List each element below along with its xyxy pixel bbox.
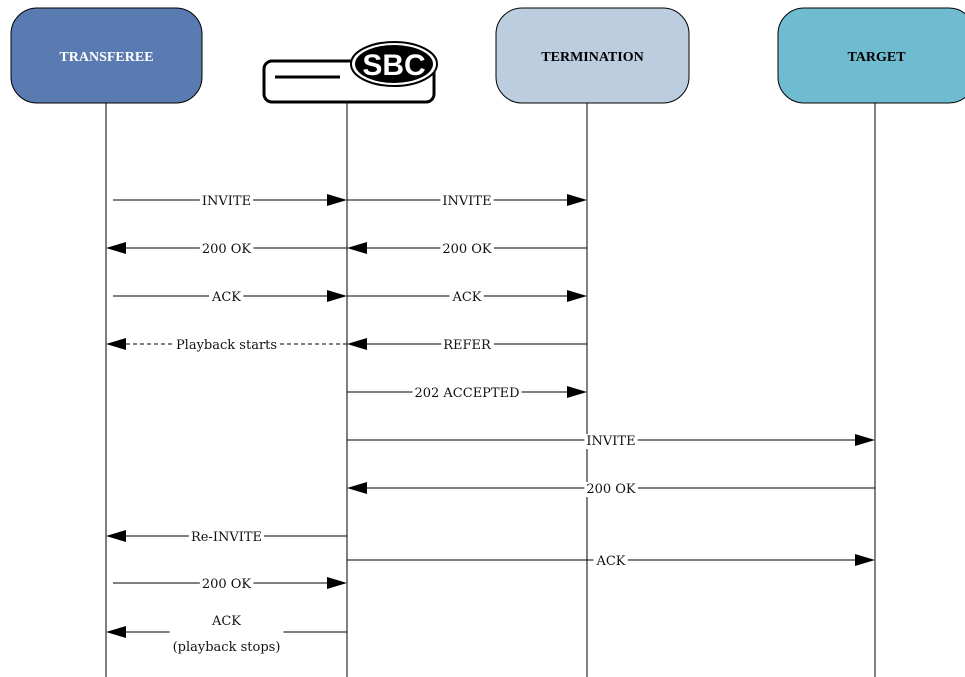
arrowhead xyxy=(327,290,347,302)
label-bg xyxy=(188,530,265,545)
message-arrow: REFER xyxy=(347,338,587,353)
message-label: REFER xyxy=(443,338,492,353)
label-bg xyxy=(440,194,494,209)
message-label: ACK xyxy=(451,290,481,305)
message-label: ACK xyxy=(595,554,625,569)
label-bg xyxy=(199,194,254,209)
arrowhead xyxy=(347,338,367,350)
arrowhead xyxy=(106,338,126,350)
message-label: INVITE xyxy=(586,434,635,449)
message-arrow: 200 OK xyxy=(113,577,347,592)
sbc-logo: SBC xyxy=(262,41,438,104)
message-arrow: ACK xyxy=(347,554,875,569)
message-arrow: ACK(playback stops) xyxy=(106,614,347,655)
arrowhead xyxy=(567,290,587,302)
message-arrow: Re-INVITE xyxy=(106,530,347,545)
message-arrow: Playback starts xyxy=(106,338,347,353)
message-arrow: 200 OK xyxy=(347,482,875,497)
arrowhead xyxy=(327,194,347,206)
message-label: 200 OK xyxy=(202,577,252,592)
label-bg xyxy=(584,434,638,449)
arrowhead xyxy=(106,530,126,542)
message-arrow: 200 OK xyxy=(347,242,587,257)
arrowhead xyxy=(855,434,875,446)
message-label: ACK xyxy=(211,290,241,305)
message-label: 200 OK xyxy=(442,242,492,257)
label-bg xyxy=(208,290,244,305)
message-arrow: ACK xyxy=(113,290,347,305)
label-bg xyxy=(412,386,522,401)
participant-target-label: TARGET xyxy=(847,50,906,65)
participant-transferee-box xyxy=(10,7,203,104)
label-bg xyxy=(593,554,628,569)
arrowhead xyxy=(855,554,875,566)
label-bg xyxy=(440,242,494,257)
message-arrow: ACK xyxy=(347,290,587,305)
arrowhead xyxy=(327,577,347,589)
message-label: INVITE xyxy=(202,194,251,209)
message-label: Re-INVITE xyxy=(191,530,262,545)
message-arrow: INVITE xyxy=(347,434,875,449)
arrowhead xyxy=(567,386,587,398)
arrowhead xyxy=(347,482,367,494)
message-arrow: 202 ACCEPTED xyxy=(347,386,587,401)
participant-target-box xyxy=(777,7,965,104)
label-bg xyxy=(173,338,280,353)
message-label: 200 OK xyxy=(586,482,636,497)
label-bg xyxy=(584,482,638,497)
arrowhead xyxy=(106,242,126,254)
arrowhead xyxy=(567,194,587,206)
message-label: ACK(playback stops) xyxy=(173,614,281,655)
message-label: INVITE xyxy=(442,194,491,209)
participant-termination-box xyxy=(495,7,690,104)
sbc-badge xyxy=(355,45,433,83)
message-label: 202 ACCEPTED xyxy=(414,386,519,401)
message-arrow: INVITE xyxy=(347,194,587,209)
message-arrow: 200 OK xyxy=(106,242,347,257)
label-bg xyxy=(199,242,254,257)
participant-termination-label: TERMINATION xyxy=(541,50,643,65)
participant-transferee-label: TRANSFEREE xyxy=(59,50,153,65)
label-bg xyxy=(449,290,484,305)
message-label: 200 OK xyxy=(202,242,252,257)
message-label: Playback starts xyxy=(176,338,277,353)
label-bg xyxy=(441,338,494,353)
arrowhead xyxy=(347,242,367,254)
label-bg xyxy=(169,614,284,655)
arrowhead xyxy=(106,626,126,638)
message-arrow: INVITE xyxy=(113,194,347,209)
label-bg xyxy=(199,577,254,592)
sbc-label: SBC xyxy=(362,49,425,82)
